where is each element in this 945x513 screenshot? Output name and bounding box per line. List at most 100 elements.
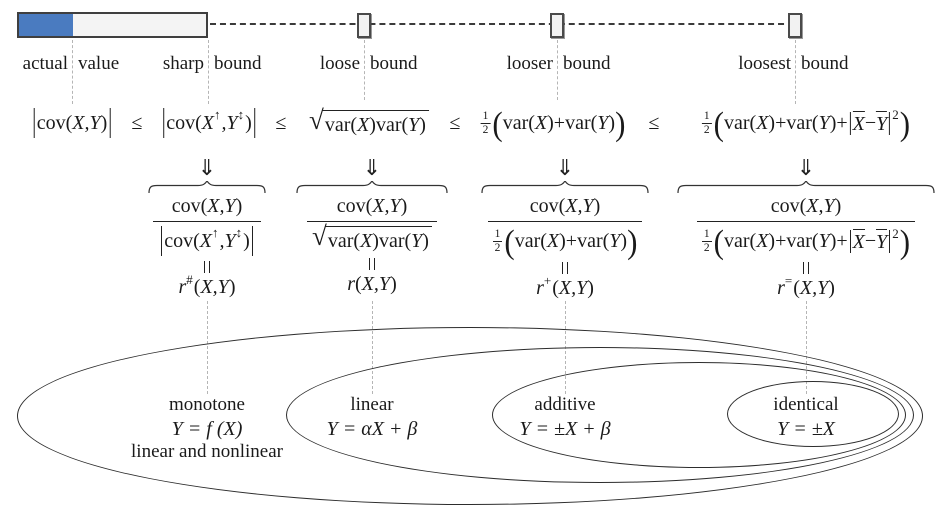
gauge-track — [17, 12, 208, 38]
label-actual: actual — [22, 53, 68, 74]
bound-marker-looser — [550, 13, 564, 38]
implies-down-arrow-icon: ⇓ — [362, 156, 382, 181]
venn-ellipse-identical — [727, 381, 899, 447]
plus-sup: + — [543, 272, 552, 288]
squared-sup: 2 — [892, 107, 899, 122]
guide-line-actual — [72, 40, 73, 104]
venn-label-monotone: monotone Y = f (X) linear and nonlinear — [131, 394, 283, 464]
abs-bar — [254, 108, 256, 138]
abs-bar — [162, 108, 164, 138]
updown-arrow-sup: ↕ — [237, 107, 245, 122]
big-paren-close: ) — [899, 222, 911, 261]
expr-sqrt-varx-vary: √var(X)var(Y) — [309, 97, 429, 149]
radical: √var(X)var(Y) — [312, 221, 432, 253]
abs-bar — [109, 108, 111, 138]
big-paren-close: ) — [627, 222, 638, 261]
big-paren-open: ( — [504, 222, 515, 261]
label-loose: loose — [319, 53, 360, 74]
leq-operator: ≤ — [275, 111, 287, 134]
set-equation: Y = ±X + β — [519, 417, 611, 440]
big-paren-close: ) — [615, 104, 626, 142]
vertical-equals-icon — [369, 258, 375, 270]
venn-ellipse-additive — [492, 362, 906, 468]
y-mean: Y — [876, 229, 888, 253]
r-plus-label: r+(X,Y) — [536, 272, 594, 300]
label-bound-1: bound — [214, 53, 262, 74]
vertical-equals-icon — [204, 261, 210, 273]
abs-bar — [889, 230, 891, 253]
venn-label-identical: identical Y = ±X — [773, 394, 838, 441]
big-paren-open: ( — [713, 104, 724, 142]
bound-marker-loosest — [788, 13, 802, 38]
guide-line-loosest — [795, 40, 796, 104]
overbrace — [296, 181, 448, 194]
leq-operator: ≤ — [449, 111, 461, 134]
set-note: linear and nonlinear — [131, 440, 283, 462]
implies-down-arrow-icon: ⇓ — [796, 156, 816, 181]
implies-down-arrow-icon: ⇓ — [197, 156, 217, 181]
r-sharp-label: r#(X,Y) — [178, 271, 236, 299]
big-paren-open: ( — [713, 222, 724, 261]
label-bound-2: bound — [370, 53, 418, 74]
abs-bar — [889, 111, 891, 135]
expr-abs-cov-xy: cov(X,Y) — [31, 97, 114, 149]
leq-operator: ≤ — [648, 111, 660, 134]
label-looser: looser — [506, 53, 553, 74]
gauge-actual-value-fill — [19, 14, 73, 36]
label-bound-4: bound — [801, 53, 849, 74]
x-mean: X — [852, 229, 865, 253]
venn-label-additive: additive Y = ±X + β — [519, 394, 610, 441]
radical: √var(X)var(Y) — [309, 104, 429, 137]
ratio-fraction: cov(X,Y) cov(X↑,Y↕) — [153, 195, 261, 256]
leq-operator: ≤ — [131, 111, 143, 134]
up-arrow-sup: ↑ — [211, 225, 219, 240]
label-loosest: loosest — [738, 53, 791, 74]
abs-bar — [252, 226, 254, 256]
guide-line-identical — [806, 301, 807, 394]
x-mean: X — [852, 110, 865, 135]
set-name: additive — [534, 394, 596, 415]
radical-sign-icon: √ — [312, 221, 327, 251]
venn-label-linear: linear Y = αX + β — [327, 394, 418, 441]
set-equation: Y = αX + β — [326, 417, 418, 440]
set-equation: Y = ±X — [777, 417, 835, 440]
guide-line-sharp — [208, 40, 209, 104]
equals-sup: = — [784, 272, 793, 288]
abs-bar — [160, 226, 162, 256]
r-equal-label: r=(X,Y) — [777, 272, 835, 300]
abs-bar — [849, 111, 851, 135]
scale-dashed-line — [210, 23, 794, 25]
overbrace — [677, 181, 935, 194]
y-mean: Y — [876, 110, 888, 135]
abs-bar — [33, 108, 35, 138]
vertical-equals-icon — [803, 262, 809, 274]
r-label: r(X,Y) — [347, 273, 397, 295]
guide-line-loose — [364, 40, 365, 100]
vertical-equals-icon — [562, 262, 568, 274]
abs-bar — [849, 230, 851, 253]
overbrace — [481, 181, 649, 194]
label-bound-3: bound — [563, 53, 611, 74]
guide-line-looser — [557, 40, 558, 100]
radical-sign-icon: √ — [309, 104, 324, 135]
label-sharp: sharp — [162, 53, 204, 74]
big-paren-close: ) — [899, 104, 911, 142]
label-value: value — [78, 53, 120, 74]
set-equation: Y = f (X) — [171, 417, 243, 440]
updown-arrow-sup: ↕ — [235, 225, 243, 240]
ratio-column-pearson: ⇓ cov(X,Y) √var(X)var(Y) r(X,Y) — [296, 158, 448, 296]
ratio-column-sharp: ⇓ cov(X,Y) cov(X↑,Y↕) r#(X,Y) — [148, 158, 266, 299]
implies-down-arrow-icon: ⇓ — [555, 156, 575, 181]
big-paren-open: ( — [492, 104, 503, 142]
venn-ellipse-linear — [286, 347, 914, 483]
